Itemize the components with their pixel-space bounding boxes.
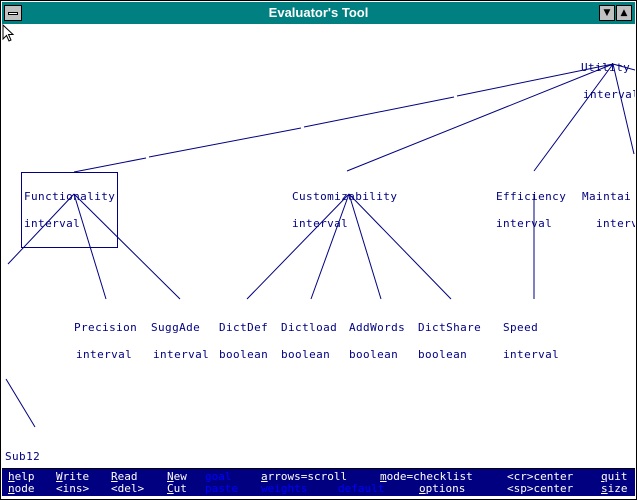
node-type: boolean: [418, 348, 468, 361]
menu-size[interactable]: size: [601, 482, 628, 495]
menu-mode-checklist[interactable]: mode=checklist: [380, 470, 473, 483]
node-type: boolean: [219, 348, 269, 361]
menu-goal: goal: [205, 470, 232, 483]
node-sub12[interactable]: Sub12 interval: [5, 434, 61, 467]
node-type: interval: [292, 217, 349, 230]
node-name: Maintai: [582, 190, 632, 203]
menu-cut[interactable]: Cut: [167, 482, 187, 495]
menu-cr-center[interactable]: <cr>center: [507, 470, 574, 483]
node-name: Functionality: [24, 190, 116, 203]
node-name: Speed: [503, 321, 539, 334]
node-name: Customizability: [292, 190, 398, 203]
node-name: DictDef: [219, 321, 269, 334]
node-maintainability[interactable]: Maintai interva: [582, 174, 635, 246]
minimize-arrow-icon[interactable]: ▼: [599, 5, 615, 21]
node-name: AddWords: [349, 321, 406, 334]
title-bar[interactable]: Evaluator's Tool ▼ ▲: [2, 2, 635, 24]
node-type: interval: [503, 348, 560, 361]
menu-default: default: [338, 482, 385, 495]
node-dictload[interactable]: Dictload boolean: [281, 305, 337, 377]
menu-help[interactable]: help: [8, 470, 35, 483]
node-name: Sub12: [5, 450, 41, 463]
node-efficiency[interactable]: Efficiency interval: [496, 174, 566, 246]
node-addwords[interactable]: AddWords boolean: [349, 305, 405, 377]
node-name: Utility: [581, 61, 631, 74]
tree-edges: [5, 63, 635, 428]
menu-options[interactable]: options: [419, 482, 466, 495]
node-name: DictShare: [418, 321, 482, 334]
tree-canvas[interactable]: Utility interval Functionality interval …: [2, 24, 635, 467]
node-functionality[interactable]: Functionality interval: [21, 172, 119, 248]
node-type: interval: [496, 217, 553, 230]
menu-read[interactable]: Read: [111, 470, 138, 483]
node-utility[interactable]: Utility interval: [581, 45, 635, 117]
menu-weights: weights: [261, 482, 308, 495]
node-suggade[interactable]: SuggAde interval: [151, 305, 209, 377]
node-speed[interactable]: Speed interval: [503, 305, 559, 377]
command-menu-bar: help Write Read New goal arrows=scroll m…: [2, 468, 635, 496]
mouse-pointer-icon: [2, 24, 15, 42]
menu-arrows-scroll[interactable]: arrows=scroll: [261, 470, 348, 483]
node-dictshare[interactable]: DictShare boolean: [418, 305, 481, 377]
system-menu-icon[interactable]: [4, 5, 22, 21]
node-precision[interactable]: Precision interval: [74, 305, 137, 377]
node-type: interval: [24, 217, 81, 230]
node-type: interval: [76, 348, 133, 361]
menu-write[interactable]: Write: [56, 470, 90, 483]
menu-new[interactable]: New: [167, 470, 187, 483]
node-name: Efficiency: [496, 190, 567, 203]
menu-node[interactable]: node: [8, 482, 35, 495]
maximize-arrow-icon[interactable]: ▲: [616, 5, 632, 21]
window-title: Evaluator's Tool: [268, 5, 369, 20]
menu-sp-center[interactable]: <sp>center: [507, 482, 574, 495]
node-type: interval: [583, 88, 635, 101]
node-dictdef[interactable]: DictDef boolean: [219, 305, 268, 377]
node-customizability[interactable]: Customizability interval: [292, 174, 397, 246]
node-name: SuggAde: [151, 321, 201, 334]
menu-quit[interactable]: quit: [601, 470, 628, 483]
menu-delete[interactable]: <del>: [111, 482, 145, 495]
node-type: boolean: [281, 348, 331, 361]
node-name: Precision: [74, 321, 138, 334]
node-name: Dictload: [281, 321, 338, 334]
node-type: boolean: [349, 348, 399, 361]
menu-insert[interactable]: <ins>: [56, 482, 90, 495]
node-type: interval: [153, 348, 210, 361]
menu-paste: paste: [205, 482, 239, 495]
node-type: interva: [596, 217, 635, 230]
